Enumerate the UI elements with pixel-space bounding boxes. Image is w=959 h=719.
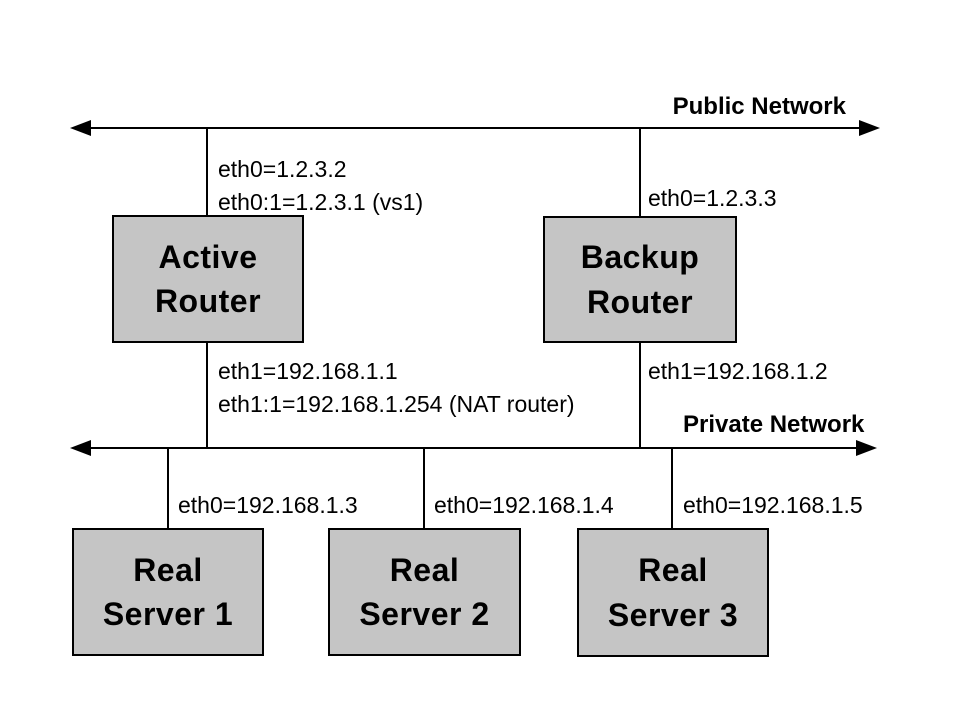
real-server-2-label: Real Server 2: [359, 551, 490, 632]
public-network-line: [76, 127, 862, 129]
real-server-1-label: Real Server 1: [102, 551, 234, 632]
backup-router-public-interface-label: eth0=1.2.3.3: [648, 185, 777, 211]
public-network-arrowhead-left-icon: [70, 120, 91, 136]
real-server-3-box: Real Server 3: [577, 528, 769, 657]
public-network-label: Public Network: [672, 93, 846, 120]
real-server-1-interface-label: eth0=192.168.1.3: [178, 492, 358, 518]
backup-router-public-link-line: [639, 128, 641, 217]
public-network-arrowhead-right-icon: [859, 120, 880, 136]
private-network-label: Private Network: [683, 411, 865, 438]
backup-router-label: Backup Router: [580, 239, 700, 320]
active-router-private-interfaces-label: eth1=192.168.1.1 eth1:1=192.168.1.254 (N…: [218, 358, 575, 417]
private-network-line: [76, 447, 859, 449]
real-server-3-label: Real Server 3: [607, 552, 739, 633]
real-server-3-link-line: [671, 448, 673, 529]
active-router-public-link-line: [206, 128, 208, 216]
real-server-1-link-line: [167, 448, 169, 529]
backup-router-private-interface-label: eth1=192.168.1.2: [648, 358, 828, 384]
real-server-1-box: Real Server 1: [72, 528, 264, 656]
real-server-3-interface-label: eth0=192.168.1.5: [683, 492, 863, 518]
backup-router-box: Backup Router: [543, 216, 737, 343]
active-router-box: Active Router: [112, 215, 304, 343]
private-network-arrowhead-right-icon: [856, 440, 877, 456]
private-network-arrowhead-left-icon: [70, 440, 91, 456]
active-router-private-link-line: [206, 341, 208, 448]
active-router-label: Active Router: [154, 238, 262, 319]
real-server-2-link-line: [423, 448, 425, 529]
real-server-2-interface-label: eth0=192.168.1.4: [434, 492, 614, 518]
active-router-public-interfaces-label: eth0=1.2.3.2 eth0:1=1.2.3.1 (vs1): [218, 156, 424, 215]
real-server-2-box: Real Server 2: [328, 528, 521, 656]
backup-router-private-link-line: [639, 341, 641, 448]
